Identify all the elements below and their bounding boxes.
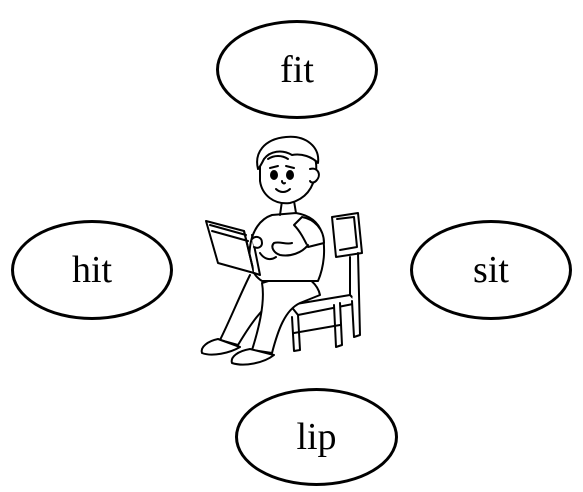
word-oval-sit: sit — [410, 220, 572, 320]
word-hit: hit — [71, 249, 113, 291]
word-fit: fit — [280, 48, 314, 91]
word-oval-hit: hit — [11, 220, 173, 320]
word-oval-lip: lip — [235, 388, 398, 486]
word-sit: sit — [473, 249, 509, 291]
boy-reading-on-chair-icon — [200, 135, 363, 366]
word-lip: lip — [296, 416, 337, 458]
word-oval-fit: fit — [216, 20, 378, 119]
